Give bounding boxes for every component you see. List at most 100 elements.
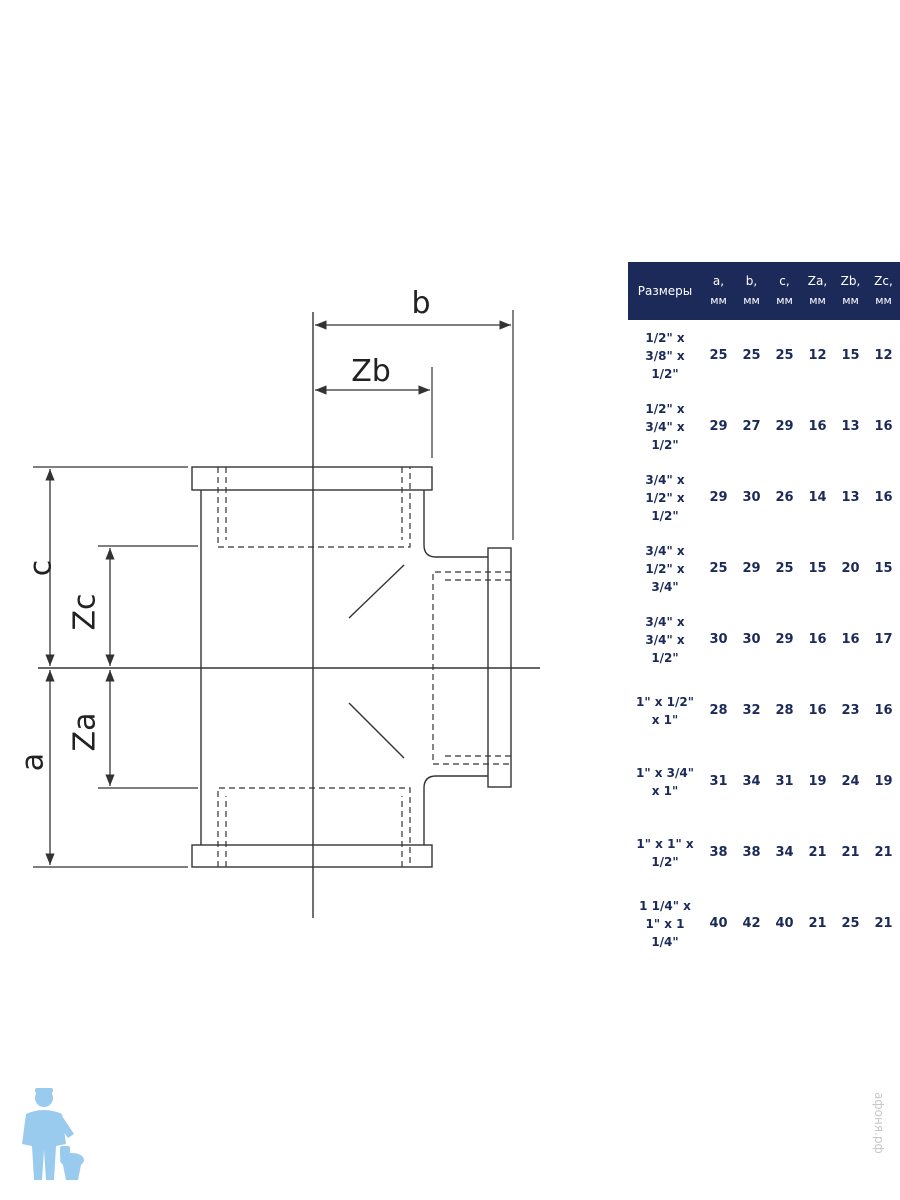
cell-zb: 15 <box>834 320 867 391</box>
label-za: Za <box>68 713 103 752</box>
label-b: b <box>411 286 430 321</box>
header-unit: мм <box>842 294 859 307</box>
cell-size: 1" x 1" x 1/2" <box>628 817 702 888</box>
cell-a: 38 <box>702 817 735 888</box>
cell-b: 32 <box>735 675 768 746</box>
table-row: 3/4" x 1/2" x 3/4" 25 29 25 15 20 15 <box>628 533 900 604</box>
cell-za: 16 <box>801 675 834 746</box>
cell-a: 25 <box>702 533 735 604</box>
cell-zc: 16 <box>867 391 900 462</box>
header-unit: мм <box>875 294 892 307</box>
cell-c: 40 <box>768 888 801 959</box>
table-row: 3/4" x 1/2" x 1/2" 29 30 26 14 13 16 <box>628 462 900 533</box>
cell-c: 25 <box>768 533 801 604</box>
header-b: b, мм <box>735 262 768 320</box>
cell-size: 3/4" x 1/2" x 3/4" <box>628 533 702 604</box>
cell-a: 30 <box>702 604 735 675</box>
header-unit: мм <box>710 294 727 307</box>
cell-size: 3/4" x 3/4" x 1/2" <box>628 604 702 675</box>
cell-zb: 24 <box>834 746 867 817</box>
right-flange <box>487 547 512 788</box>
dimensions-table: Размеры a, мм b, мм c, мм Za,мм Zb, мм Zc, мм… <box>628 262 900 959</box>
label-c: c <box>24 560 59 577</box>
plumber-mascot-logo <box>22 1088 84 1180</box>
header-c: c, мм <box>768 262 801 320</box>
cell-zb: 25 <box>834 888 867 959</box>
label-a: a <box>16 753 51 771</box>
cell-size: 3/4" x 1/2" x 1/2" <box>628 462 702 533</box>
header-a: a, мм <box>702 262 735 320</box>
bottom-thread-hidden <box>217 787 411 867</box>
header-za: Za,мм <box>801 262 834 320</box>
cell-zc: 19 <box>867 746 900 817</box>
bottom-flange <box>191 844 433 868</box>
cell-size: 1" x 1/2" x 1" <box>628 675 702 746</box>
cell-zb: 16 <box>834 604 867 675</box>
cell-b: 27 <box>735 391 768 462</box>
cell-a: 40 <box>702 888 735 959</box>
label-zb: Zb <box>351 354 391 389</box>
cell-c: 25 <box>768 320 801 391</box>
cell-c: 28 <box>768 675 801 746</box>
cell-a: 29 <box>702 462 735 533</box>
cell-zb: 21 <box>834 817 867 888</box>
right-thread-hidden <box>432 571 511 765</box>
header-za-label: Za, <box>807 274 828 288</box>
cell-zc: 21 <box>867 888 900 959</box>
cell-za: 19 <box>801 746 834 817</box>
table-row: 3/4" x 3/4" x 1/2" 30 30 29 16 16 17 <box>628 604 900 675</box>
cell-c: 26 <box>768 462 801 533</box>
cell-za: 21 <box>801 888 834 959</box>
cell-zc: 17 <box>867 604 900 675</box>
cell-za: 21 <box>801 817 834 888</box>
cell-zb: 20 <box>834 533 867 604</box>
table-row: 1/2" x 3/4" x 1/2" 29 27 29 16 13 16 <box>628 391 900 462</box>
site-watermark: афоня.рф <box>872 1092 886 1154</box>
cell-zb: 13 <box>834 391 867 462</box>
header-unit: мм <box>743 294 760 307</box>
header-c-label: c, <box>779 274 790 288</box>
cell-za: 12 <box>801 320 834 391</box>
cell-b: 25 <box>735 320 768 391</box>
cell-c: 29 <box>768 391 801 462</box>
cell-za: 15 <box>801 533 834 604</box>
cell-a: 25 <box>702 320 735 391</box>
header-b-label: b, <box>745 274 758 288</box>
header-zc: Zc, мм <box>867 262 900 320</box>
cell-a: 31 <box>702 746 735 817</box>
cell-b: 42 <box>735 888 768 959</box>
cell-b: 38 <box>735 817 768 888</box>
table-row: 1" x 1" x 1/2" 38 38 34 21 21 21 <box>628 817 900 888</box>
header-zb-label: Zb, <box>840 274 861 288</box>
table-row: 1" x 1/2" x 1" 28 32 28 16 23 16 <box>628 675 900 746</box>
cell-c: 31 <box>768 746 801 817</box>
cell-zc: 21 <box>867 817 900 888</box>
header-zc-label: Zc, <box>874 274 893 288</box>
cell-b: 34 <box>735 746 768 817</box>
cell-za: 16 <box>801 391 834 462</box>
cell-size: 1/2" x 3/8" x 1/2" <box>628 320 702 391</box>
top-thread-hidden <box>217 467 411 548</box>
header-a-label: a, <box>712 274 725 288</box>
cell-b: 30 <box>735 462 768 533</box>
cell-c: 34 <box>768 817 801 888</box>
header-zb: Zb, мм <box>834 262 867 320</box>
cell-a: 28 <box>702 675 735 746</box>
header-sizes: Размеры <box>628 262 702 320</box>
cell-size: 1 1/4" x 1" x 1 1/4" <box>628 888 702 959</box>
cell-zc: 15 <box>867 533 900 604</box>
tee-fitting-drawing: b Zb c Zc Za a <box>16 286 540 918</box>
table-row: 1/2" x 3/8" x 1/2" 25 25 25 12 15 12 <box>628 320 900 391</box>
top-flange <box>191 466 433 491</box>
table-header-row: Размеры a, мм b, мм c, мм Za,мм Zb, мм Zc, мм <box>628 262 900 320</box>
cell-zc: 16 <box>867 462 900 533</box>
cell-za: 14 <box>801 462 834 533</box>
cell-c: 29 <box>768 604 801 675</box>
cell-a: 29 <box>702 391 735 462</box>
cell-zb: 23 <box>834 675 867 746</box>
cell-size: 1" x 3/4" x 1" <box>628 746 702 817</box>
label-zc: Zc <box>68 593 103 630</box>
cell-b: 30 <box>735 604 768 675</box>
header-unit: мм <box>776 294 793 307</box>
cell-zb: 13 <box>834 462 867 533</box>
